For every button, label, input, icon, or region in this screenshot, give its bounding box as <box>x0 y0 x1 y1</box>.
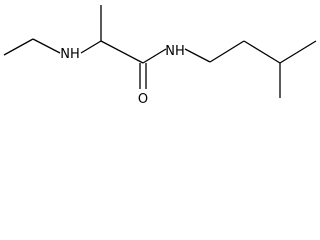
atom-label-carbonyl-o: O <box>138 92 148 107</box>
bond-alpha-carbonyl <box>100 40 144 64</box>
atom-label-amine-nh: NH <box>60 47 80 62</box>
bond-n-alpha-carbon <box>80 40 102 54</box>
bond-ethyl-ch2-n <box>32 38 61 54</box>
bond-chain-1 <box>209 40 245 63</box>
bond-ethyl-ch3-ch2 <box>3 38 34 56</box>
bond-amide-n-ch2 <box>184 48 211 63</box>
chemical-structure: NH NH O <box>3 5 317 107</box>
atom-label-amide-nh: NH <box>165 44 185 59</box>
bond-carbonyl-amide-n <box>142 48 167 64</box>
bond-chain-2 <box>243 40 281 64</box>
bond-chain-branch-up <box>279 40 317 64</box>
